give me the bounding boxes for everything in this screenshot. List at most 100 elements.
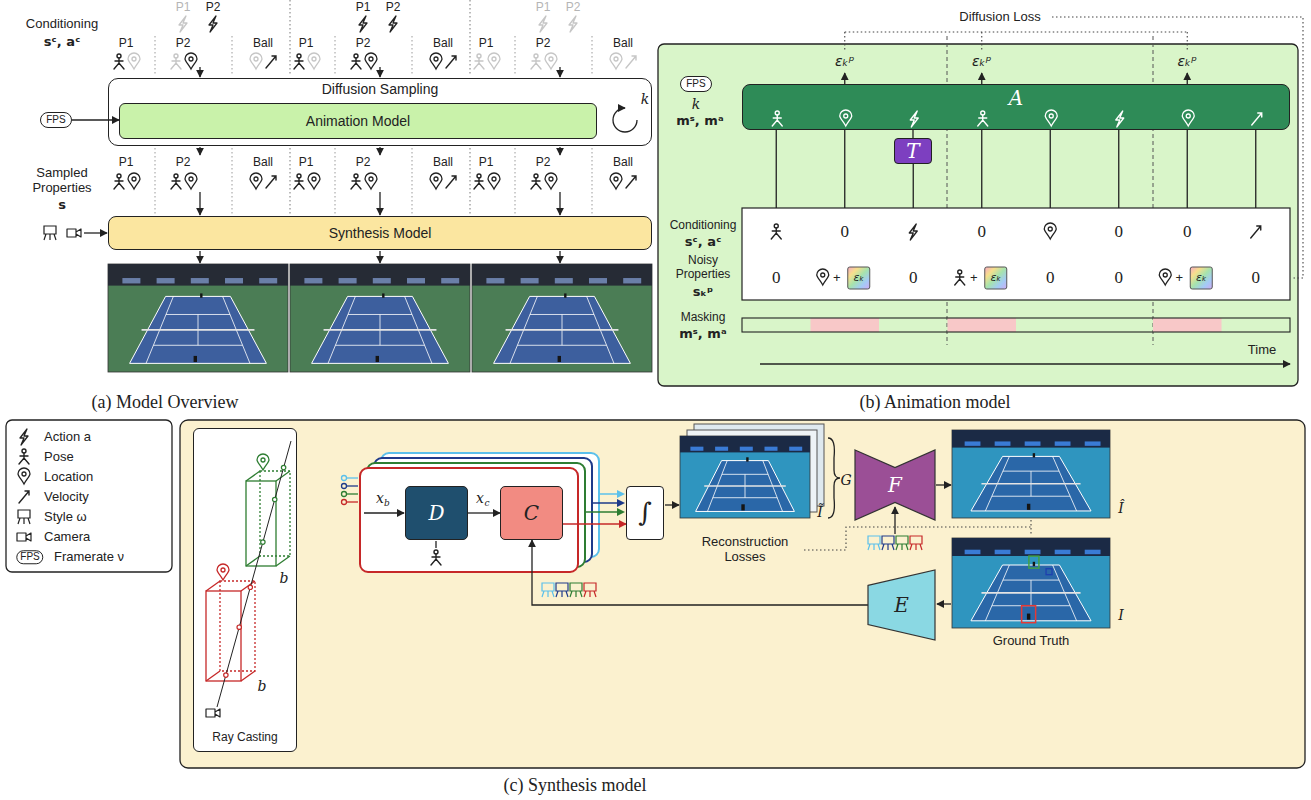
- location-icon: [610, 53, 622, 69]
- pose-icon: [294, 58, 304, 69]
- location-icon: [254, 57, 258, 61]
- court-image: [952, 538, 1110, 556]
- velocity-icon: [626, 56, 636, 68]
- figure-label: +: [833, 271, 841, 286]
- court-image: [130, 296, 267, 363]
- overview-figure: [559, 147, 560, 155]
- location-icon: [1045, 110, 1057, 126]
- figure-label: P1: [119, 156, 134, 170]
- overview-figure: [335, 148, 336, 214]
- camera-icon: [67, 229, 81, 237]
- court-image: [715, 447, 728, 451]
- location-icon: [369, 177, 373, 181]
- location-icon: [434, 57, 438, 61]
- node-text: Ray Casting: [212, 731, 277, 745]
- location-icon: [614, 177, 618, 181]
- bounding-box-3d: [276, 471, 290, 481]
- legend-text: Velocity: [44, 490, 89, 505]
- location-icon: [1182, 110, 1194, 126]
- bounding-box-3d: [246, 471, 290, 566]
- figure-label: x: [476, 490, 484, 506]
- location-icon: [488, 173, 500, 189]
- action-icon: [389, 16, 397, 32]
- synthesis-figure: [617, 499, 625, 507]
- figure-label: s: [58, 198, 66, 213]
- pose-icon: [294, 178, 304, 189]
- location-icon: [250, 173, 262, 189]
- location-icon: [1159, 269, 1171, 285]
- pose-icon: [19, 453, 29, 464]
- bounding-box-3d: [241, 581, 255, 591]
- court-image: [108, 264, 288, 372]
- court-image: [494, 296, 631, 363]
- court-image: [108, 264, 288, 286]
- overview-figure: [290, 0, 291, 76]
- ray-casting-panel: Ray Casting: [193, 428, 297, 752]
- overview-figure: [335, 36, 336, 76]
- court-image: [623, 278, 641, 283]
- synthesis-figure: [1030, 520, 1031, 535]
- location-icon: [308, 53, 320, 69]
- velocity-icon: [626, 56, 636, 68]
- node-text: FPS: [686, 78, 705, 90]
- location-icon: [312, 177, 316, 181]
- location-icon: [430, 173, 442, 189]
- synthesis-figure: [894, 507, 895, 534]
- location-icon: [365, 173, 377, 189]
- node-text: F: [888, 474, 902, 497]
- ray-casting-art: [248, 585, 252, 589]
- court-image: [1085, 441, 1101, 445]
- node-text: D: [428, 502, 444, 525]
- animation-figure: [948, 318, 1017, 332]
- overview-figure: [232, 148, 233, 214]
- style-icon: [556, 583, 568, 597]
- style-icon: [44, 226, 56, 240]
- node-text: ∫: [638, 498, 652, 528]
- panel-backgrounds: [6, 420, 172, 572]
- figure-label: P2: [206, 1, 221, 15]
- court-image: [324, 329, 437, 331]
- figure-label: sₖᵖ: [693, 285, 713, 300]
- figure-label: Conditioning: [26, 17, 98, 32]
- action-icon: [359, 16, 367, 32]
- figure-label: P1: [356, 1, 371, 15]
- location-icon: [492, 57, 496, 61]
- court-image: [981, 592, 1080, 594]
- figure-label: P1: [299, 37, 314, 51]
- figure-label: P1: [299, 156, 314, 170]
- connector: [563, 523, 626, 525]
- location-icon: [545, 53, 557, 69]
- node-text: T: [906, 140, 919, 163]
- node-text: E: [894, 594, 909, 617]
- court-image: [680, 436, 810, 518]
- figure-label: 0: [1115, 222, 1124, 242]
- court-image: [290, 264, 470, 372]
- animation-figure: [1118, 130, 1119, 208]
- location-icon: [840, 110, 852, 126]
- action-icon: [910, 111, 918, 127]
- court-image: [1055, 550, 1071, 555]
- figure-label: P1: [536, 1, 551, 15]
- transformer-block: T: [894, 138, 932, 164]
- court-image: [191, 278, 209, 283]
- connector: [72, 119, 119, 120]
- location-icon: [250, 53, 262, 69]
- court-image: [373, 278, 391, 283]
- location-icon: [365, 53, 377, 69]
- velocity-icon: [446, 176, 456, 188]
- pose-icon: [351, 58, 361, 69]
- location-icon: [217, 564, 229, 580]
- figure-label: P2: [536, 156, 551, 170]
- location-icon: [1044, 223, 1056, 239]
- node-text: C: [524, 502, 539, 525]
- location-icon: [132, 57, 136, 61]
- court-image: [746, 457, 748, 461]
- subfigure-caption: (a) Model Overview: [92, 392, 239, 413]
- animation-figure: [848, 267, 870, 289]
- figure-label: mˢ, mᵃ: [679, 327, 726, 342]
- location-icon: [1182, 110, 1194, 126]
- court-image: [521, 278, 539, 283]
- style-icon: [896, 536, 908, 550]
- action-icon: [539, 16, 547, 32]
- figure-label: 0: [1115, 268, 1124, 288]
